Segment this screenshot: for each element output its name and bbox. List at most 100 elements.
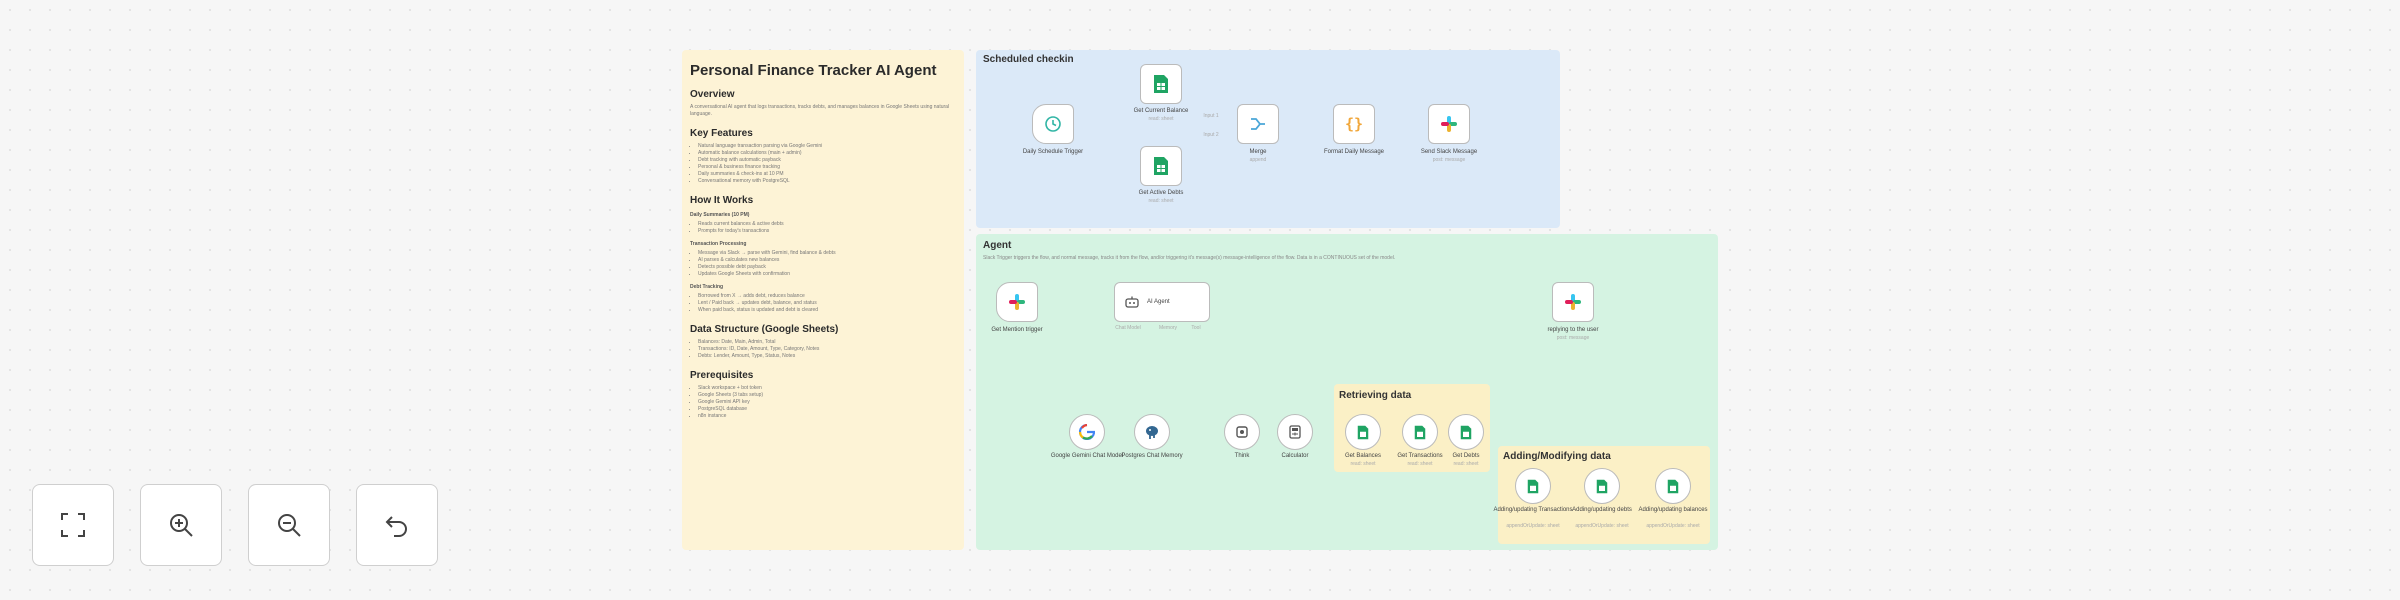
prereq-heading: Prerequisites	[690, 370, 754, 381]
list-item: Personal & business finance tracking	[698, 164, 956, 171]
merge-label: Merge	[1249, 149, 1267, 155]
get-active-debts-sub: read: sheet	[1148, 198, 1174, 204]
list-item: Daily summaries & check-ins at 10 PM	[698, 171, 956, 178]
google-sheets-icon	[1527, 479, 1539, 493]
get-balances-sub: read: sheet	[1350, 461, 1376, 467]
doc-title: Personal Finance Tracker AI Agent	[690, 62, 937, 79]
overview-text: A conversational AI agent that logs tran…	[690, 104, 950, 117]
clock-icon	[1045, 116, 1061, 132]
list-item: When paid back, status is updated and de…	[698, 307, 956, 314]
get-current-balance-label: Get Current Balance	[1133, 108, 1189, 114]
list-item: Debts: Lender, Amount, Type, Status, Not…	[698, 353, 956, 360]
send-slack-message-label: Send Slack Message	[1420, 149, 1478, 155]
merge-sub: append	[1249, 157, 1267, 163]
features-list: Natural language transaction parsing via…	[690, 143, 956, 185]
zoom-out-button[interactable]	[248, 484, 330, 566]
undo-icon	[385, 516, 407, 537]
tool-port-label: Tool	[1191, 325, 1201, 331]
add-balances-tool-node[interactable]	[1655, 468, 1691, 504]
google-sheets-icon	[1460, 425, 1472, 439]
add-transactions-label: Adding/updating Transactions	[1493, 507, 1573, 513]
calculator-tool-label: Calculator	[1281, 453, 1309, 459]
google-sheets-icon	[1596, 479, 1608, 493]
code-braces-icon: {}	[1344, 115, 1364, 133]
google-sheets-icon	[1357, 425, 1369, 439]
ai-agent-node[interactable]: AI Agent	[1114, 282, 1210, 322]
merge-input-1-label: Input 1	[1203, 113, 1219, 119]
fit-to-view-icon	[61, 513, 85, 537]
get-active-debts-label: Get Active Debts	[1138, 190, 1184, 196]
fit-view-button[interactable]	[32, 484, 114, 566]
reply-slack-node[interactable]	[1552, 282, 1594, 322]
list-item: Message via Slack → parse with Gemini, f…	[698, 250, 956, 257]
daily-heading: Daily Summaries (10 PM)	[690, 212, 750, 218]
postgres-memory-label: Postgres Chat Memory	[1121, 453, 1183, 459]
send-slack-message-sub: post: message	[1432, 157, 1466, 163]
agent-description: Slack Trigger triggers the flow, and nor…	[983, 255, 1396, 261]
slack-icon	[1565, 294, 1581, 310]
calculator-icon	[1289, 425, 1301, 439]
list-item: Natural language transaction parsing via…	[698, 143, 956, 150]
think-icon	[1236, 426, 1248, 438]
add-debts-label: Adding/updating debts	[1572, 507, 1632, 513]
list-item: Prompts for today's transactions	[698, 228, 956, 235]
think-tool-label: Think	[1234, 453, 1250, 459]
memory-port-label: Memory	[1158, 325, 1178, 331]
list-item: AI parses & calculates new balances	[698, 257, 956, 264]
add-debts-tool-node[interactable]	[1584, 468, 1620, 504]
get-debts-sub: read: sheet	[1453, 461, 1479, 467]
get-transactions-sub: read: sheet	[1407, 461, 1433, 467]
list-item: Automatic balance calculations (main + a…	[698, 150, 956, 157]
get-balances-tool-node[interactable]	[1345, 414, 1381, 450]
overview-heading: Overview	[690, 89, 735, 100]
slack-icon	[1009, 294, 1025, 310]
scheduled-checkin-title: Scheduled checkin	[983, 54, 1074, 65]
daily-schedule-trigger-node[interactable]	[1032, 104, 1074, 144]
send-slack-message-node[interactable]	[1428, 104, 1470, 144]
format-daily-message-node[interactable]: {}	[1333, 104, 1375, 144]
get-transactions-label: Get Transactions	[1397, 453, 1443, 459]
list-item: Google Gemini API key	[698, 399, 956, 406]
get-mention-trigger-node[interactable]	[996, 282, 1038, 322]
calculator-tool-node[interactable]	[1277, 414, 1313, 450]
debt-list: Borrowed from X → adds debt, reduces bal…	[690, 293, 956, 314]
list-item: Slack workspace + bot token	[698, 385, 956, 392]
list-item: Debt tracking with automatic payback	[698, 157, 956, 164]
list-item: Lent / Paid back → updates debt, balance…	[698, 300, 956, 307]
get-transactions-tool-node[interactable]	[1402, 414, 1438, 450]
features-heading: Key Features	[690, 128, 753, 139]
struct-heading: Data Structure (Google Sheets)	[690, 324, 839, 335]
list-item: Conversational memory with PostgreSQL	[698, 178, 956, 185]
google-sheets-icon	[1667, 479, 1679, 493]
workflow-documentation-note[interactable]: Personal Finance Tracker AI Agent Overvi…	[682, 50, 964, 550]
robot-icon	[1125, 296, 1139, 308]
chat-model-port-label: Chat Model	[1115, 325, 1141, 331]
reply-slack-sub: post: message	[1556, 335, 1590, 341]
get-active-debts-node[interactable]	[1140, 146, 1182, 186]
how-heading: How It Works	[690, 195, 754, 206]
merge-node[interactable]	[1237, 104, 1279, 144]
slack-icon	[1441, 116, 1457, 132]
get-current-balance-sub: read: sheet	[1148, 116, 1174, 122]
daily-list: Reads current balances & active debts Pr…	[690, 221, 956, 235]
adding-data-title: Adding/Modifying data	[1503, 451, 1611, 462]
postgres-memory-node[interactable]	[1134, 414, 1170, 450]
zoom-in-icon	[170, 514, 193, 537]
think-tool-node[interactable]	[1224, 414, 1260, 450]
txn-heading: Transaction Processing	[690, 241, 747, 247]
list-item: n8n instance	[698, 413, 956, 420]
zoom-in-button[interactable]	[140, 484, 222, 566]
google-sheets-icon	[1154, 75, 1168, 93]
undo-button[interactable]	[356, 484, 438, 566]
format-daily-message-label: Format Daily Message	[1323, 149, 1385, 155]
list-item: Borrowed from X → adds debt, reduces bal…	[698, 293, 956, 300]
txn-list: Message via Slack → parse with Gemini, f…	[690, 250, 956, 278]
add-transactions-tool-node[interactable]	[1515, 468, 1551, 504]
get-current-balance-node[interactable]	[1140, 64, 1182, 104]
struct-list: Balances: Date, Main, Admin, Total Trans…	[690, 339, 956, 360]
get-debts-tool-node[interactable]	[1448, 414, 1484, 450]
add-balances-sub: appendOrUpdate: sheet	[1646, 523, 1700, 529]
list-item: Detects possible debt payback	[698, 264, 956, 271]
gemini-chat-model-node[interactable]	[1069, 414, 1105, 450]
list-item: Transactions: ID, Date, Amount, Type, Ca…	[698, 346, 956, 353]
